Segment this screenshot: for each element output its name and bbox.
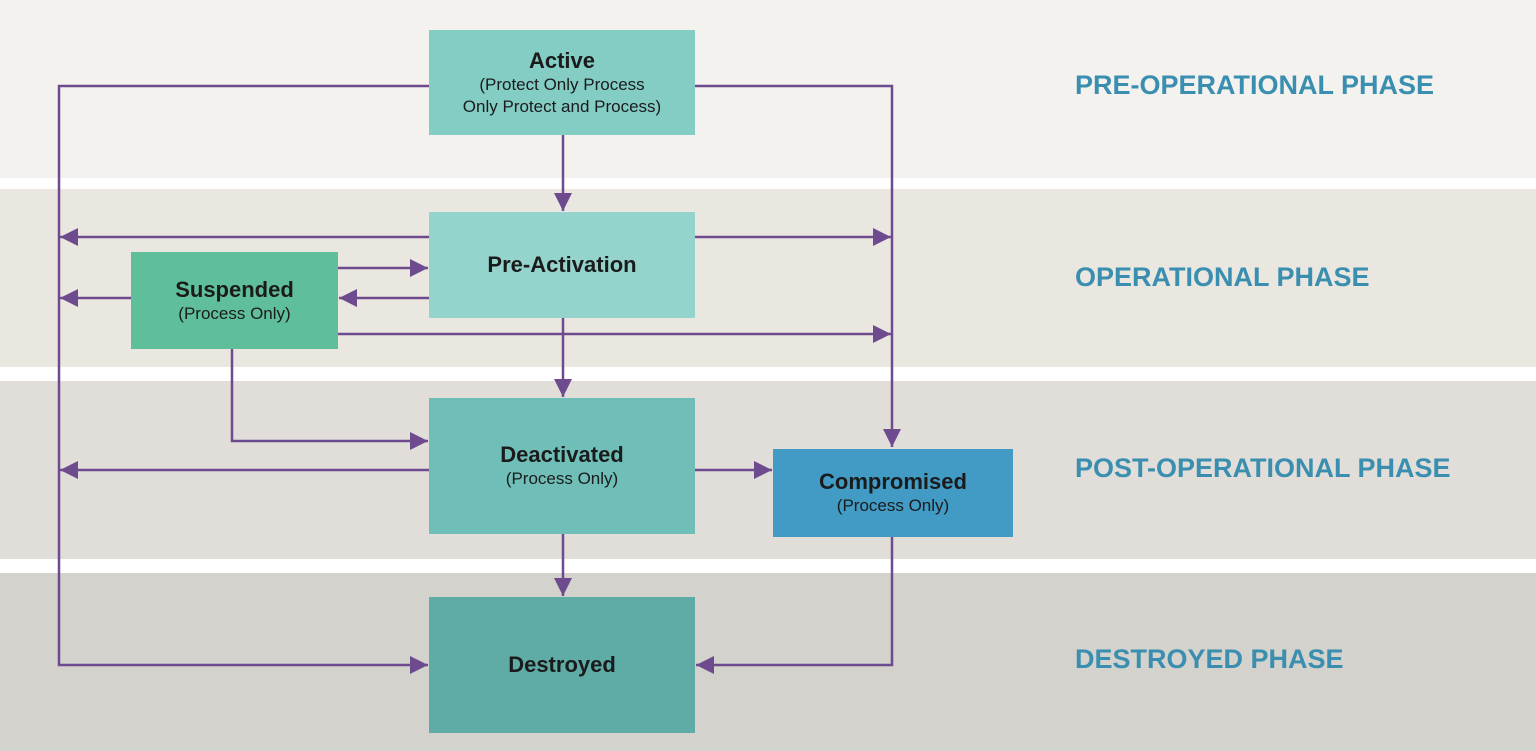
state-pre-activation: Pre-Activation — [429, 212, 695, 318]
phase-label-post-operational: POST-OPERATIONAL PHASE — [1075, 453, 1451, 483]
state-compromised-sub: (Process Only) — [836, 496, 950, 515]
state-active-title: Active — [528, 47, 596, 73]
arrow-compromised-to-destroyed — [696, 537, 894, 674]
arrow-suspended-to-deactivated — [230, 349, 428, 450]
state-suspended: Suspended (Process Only) — [131, 252, 338, 349]
state-destroyed-title: Destroyed — [508, 652, 616, 677]
state-destroyed: Destroyed — [429, 597, 695, 733]
state-suspended-title: Suspended — [175, 276, 294, 302]
phase-band-pre-operational — [0, 0, 1536, 178]
phase-band-destroyed — [0, 573, 1536, 751]
phase-label-destroyed: DESTROYED PHASE — [1075, 644, 1344, 674]
state-active: Active (Protect Only Process Only Protec… — [429, 30, 695, 135]
state-pre-activation-title: Pre-Activation — [487, 252, 637, 277]
state-compromised-title: Compromised — [819, 469, 967, 494]
state-active-sub-line1: (Protect Only Process — [479, 74, 645, 94]
state-deactivated-sub: (Process Only) — [505, 469, 619, 488]
phase-label-operational: OPERATIONAL PHASE — [1075, 262, 1370, 292]
state-suspended-sub: (Process Only) — [178, 303, 291, 323]
phase-label-pre-operational: PRE-OPERATIONAL PHASE — [1075, 70, 1435, 100]
arrow-active-to-compromised — [695, 84, 901, 447]
state-compromised: Compromised (Process Only) — [773, 449, 1013, 537]
state-active-sub-line2: Only Protect and Process) — [462, 96, 662, 116]
arrow-active-to-destroyed — [57, 84, 429, 674]
state-deactivated-title: Deactivated — [500, 442, 624, 467]
state-deactivated: Deactivated (Process Only) — [429, 398, 695, 534]
